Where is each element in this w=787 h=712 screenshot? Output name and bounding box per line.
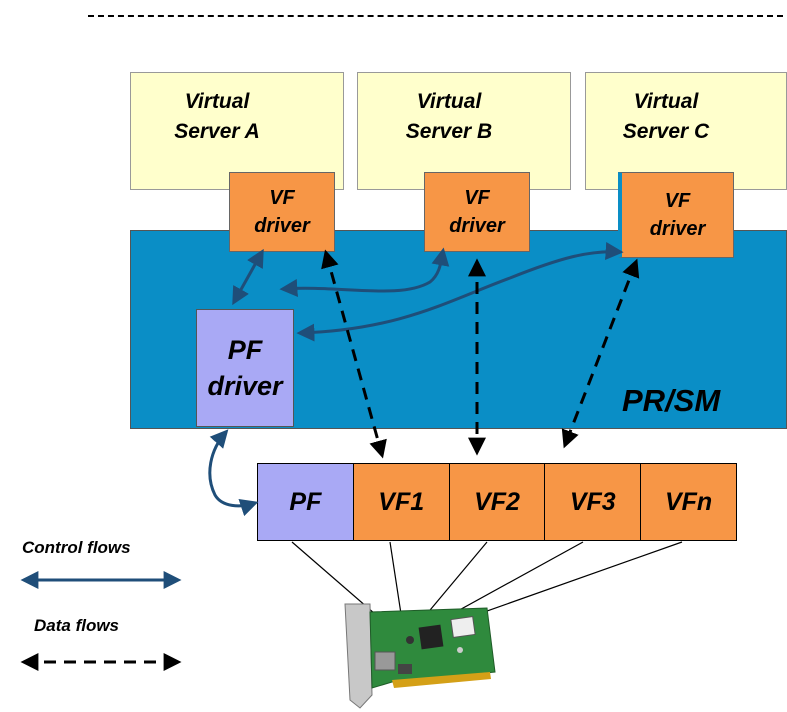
virtual-server-b: Virtual Server B: [357, 72, 571, 190]
vf-driver-b: VF driver: [424, 172, 530, 252]
vf-driver-a: VF driver: [229, 172, 335, 252]
function-row: PF VF1 VF2 VF3 VFn: [257, 463, 737, 541]
server-c-line1: Virtual: [633, 90, 699, 113]
server-a-line1: Virtual: [184, 90, 250, 113]
pf-driver-line1: PF: [227, 335, 263, 365]
data-arrow-vf1: [321, 249, 387, 459]
vf-driver-a-line2: driver: [254, 215, 310, 237]
vf-driver-c: VF driver: [618, 172, 734, 258]
vf-driver-c-line1: VF: [664, 190, 691, 212]
top-dashed-rule: [88, 15, 783, 17]
control-arrow-pf-vfc: [296, 242, 624, 342]
pf-driver: PF driver: [196, 309, 294, 427]
pf-driver-line2: driver: [207, 371, 283, 401]
vf-driver-b-line2: driver: [449, 215, 505, 237]
server-b-line1: Virtual: [416, 90, 482, 113]
control-arrow-pf-vfb: [279, 247, 450, 297]
function-vf2: VF2: [448, 464, 545, 540]
legend-data-label: Data flows: [34, 616, 120, 635]
function-vf1: VF1: [352, 464, 449, 540]
network-card-icon: [344, 603, 496, 709]
server-a-line2: Server A: [174, 120, 260, 143]
control-arrow-pf-vfa: [232, 248, 264, 306]
server-b-line2: Server B: [405, 120, 493, 143]
function-pf: PF: [258, 464, 353, 540]
control-arrow-pf-function: [208, 429, 259, 517]
legend-control-label: Control flows: [22, 538, 131, 557]
vf-driver-c-line2: driver: [649, 218, 706, 240]
vf-driver-a-line1: VF: [269, 187, 295, 209]
server-c-line2: Server C: [622, 120, 710, 143]
data-arrow-vf3: [561, 258, 640, 449]
virtual-server-c: Virtual Server C: [585, 72, 787, 190]
vf-driver-b-line1: VF: [464, 187, 490, 209]
virtual-server-a: Virtual Server A: [130, 72, 344, 190]
function-vf3: VF3: [544, 464, 641, 540]
function-vfn: VFn: [640, 464, 736, 540]
